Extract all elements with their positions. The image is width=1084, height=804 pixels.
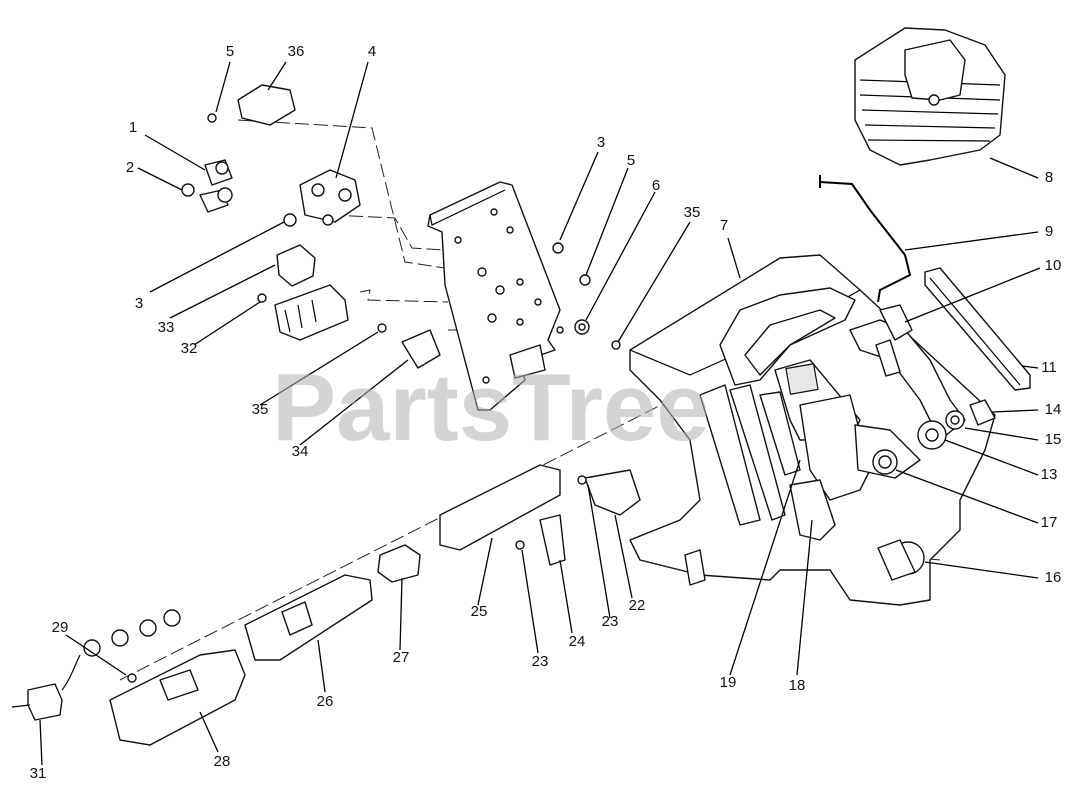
callout-13: 13 (1041, 466, 1058, 483)
callout-19: 19 (720, 674, 737, 691)
connector-plug (11, 654, 81, 721)
callout-24: 24 (569, 633, 586, 650)
console (109, 649, 246, 746)
callout-7: 7 (720, 217, 728, 234)
callout-31: 33 (158, 319, 175, 336)
callout-8: 8 (1045, 169, 1053, 186)
right-hardware (872, 304, 996, 581)
callout-11: 11 (1041, 359, 1057, 376)
callout-34: 35 (252, 401, 269, 418)
callout-5: 5 (226, 43, 234, 60)
callout-17: 17 (1041, 514, 1058, 531)
callout-25: 25 (471, 603, 488, 620)
callout-32: 31 (30, 765, 47, 782)
callout-23-left: 23 (532, 653, 549, 670)
dash-cover (244, 574, 373, 661)
callout-6: 6 (652, 177, 660, 194)
callout-3: 3 (135, 295, 143, 312)
terminals (181, 159, 297, 227)
callout-36: 36 (288, 43, 305, 60)
decal-panel (439, 464, 561, 551)
callout-30: 32 (181, 340, 198, 357)
relay-cover (237, 84, 296, 126)
callout-1: 1 (129, 119, 137, 136)
shift-rod (819, 175, 912, 303)
shift-boot (854, 27, 1006, 166)
handle-grip (924, 267, 1031, 391)
plate-holes (454, 208, 564, 384)
callout-26: 26 (317, 693, 334, 710)
solenoid-assembly (299, 169, 361, 226)
callout-10: 10 (1045, 257, 1062, 274)
switch-block (274, 284, 349, 341)
callout-16: 16 (1045, 569, 1062, 586)
callout-labels: 5 36 4 1 2 3 33 32 35 34 3 5 6 35 7 8 9 … (30, 43, 1062, 782)
callout-4: 4 (368, 43, 376, 60)
callout-23-right: 23 (602, 613, 619, 630)
callout-14: 14 (1045, 401, 1062, 418)
callout-3-top: 3 (597, 134, 605, 151)
relay (276, 244, 316, 287)
callout-35: 35 (684, 204, 701, 221)
callout-2: 2 (126, 159, 134, 176)
callout-18: 18 (789, 677, 806, 694)
leader-lines (39, 61, 1041, 766)
callout-15: 15 (1045, 431, 1062, 448)
callout-33: 34 (292, 443, 309, 460)
watermark: PartsTree (272, 354, 710, 461)
callout-27: 27 (393, 649, 410, 666)
callout-5-top: 5 (627, 152, 635, 169)
grommets (83, 609, 181, 683)
lower-brackets (515, 469, 641, 566)
callout-22: 22 (629, 597, 646, 614)
callout-9: 9 (1045, 223, 1053, 240)
key-switch (377, 544, 421, 583)
switch-bracket (401, 329, 441, 369)
small-screws-left (207, 113, 621, 350)
callout-28: 28 (214, 753, 231, 770)
mounting-plate (427, 181, 564, 411)
callout-29: 29 (52, 619, 69, 636)
